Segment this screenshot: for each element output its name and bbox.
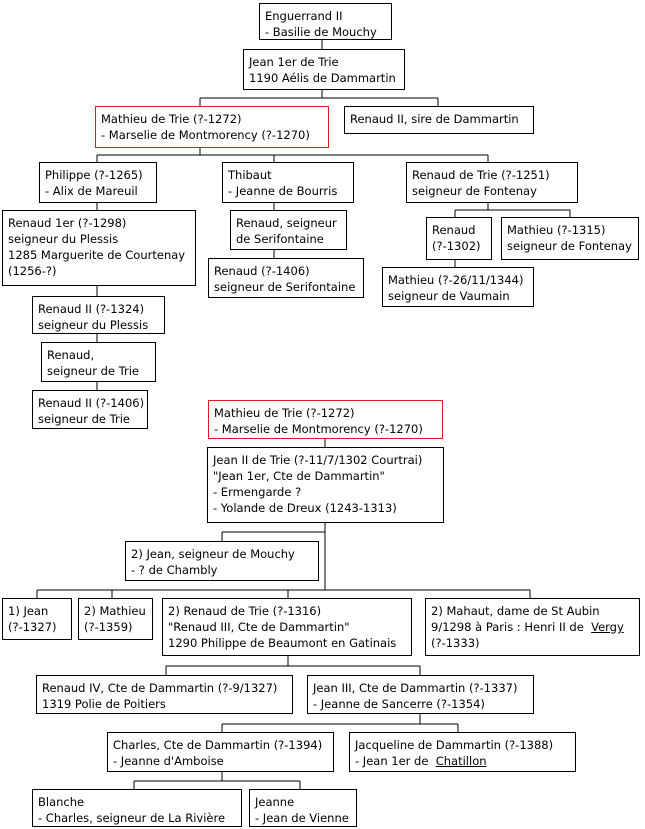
person-name: Jacqueline de Dammartin (?-1388) — [355, 738, 554, 752]
marriage: 1285 Marguerite de Courtenay — [8, 248, 186, 262]
person-name: 2) Renaud de Trie (?-1316) — [168, 604, 322, 618]
spouse: - Alix de Mareuil — [45, 184, 138, 198]
marriage: 1290 Philippe de Beaumont en Gatinais — [168, 636, 397, 650]
person-jeanne: Jeanne - Jean de Vienne — [249, 789, 357, 827]
person-jacqueline-de-dammartin: Jacqueline de Dammartin (?-1388) - Jean … — [349, 732, 576, 772]
spouse: - Basilie de Mouchy — [265, 25, 377, 39]
person-thibaut: Thibaut - Jeanne de Bourris — [222, 162, 354, 203]
person-renaud-1302: Renaud (?-1302) — [426, 217, 492, 260]
title: "Jean 1er, Cte de Dammartin" — [213, 469, 385, 483]
person-renaud-seigneur-de-trie: Renaud, seigneur de Trie — [41, 342, 156, 382]
vergy-link[interactable]: Vergy — [591, 620, 624, 634]
spouse: - Jean de Vienne — [255, 811, 349, 825]
person-name: Jean II de Trie (?-11/7/1302 Courtrai) — [213, 453, 423, 467]
person-name: Blanche — [38, 795, 85, 809]
person-mathieu-de-trie-second-highlighted: Mathieu de Trie (?-1272) - Marselie de M… — [208, 400, 443, 439]
person-renaud-ii-plessis: Renaud II (?-1324) seigneur du Plessis — [32, 296, 165, 334]
person-name: Jeanne — [255, 795, 295, 809]
person-jean-seigneur-de-mouchy: 2) Jean, seigneur de Mouchy - ? de Chamb… — [125, 541, 319, 581]
person-name: Thibaut — [228, 168, 272, 182]
person-renaud-ii-1406-trie: Renaud II (?-1406) seigneur de Trie — [32, 390, 148, 429]
title: seigneur du Plessis — [38, 318, 149, 332]
marriage: 1190 Aélis de Dammartin — [249, 71, 396, 85]
person-renaud-de-trie-1316: 2) Renaud de Trie (?-1316) "Renaud III, … — [162, 598, 412, 656]
dates: (?-1327) — [8, 620, 57, 634]
person-jean-1er-de-trie: Jean 1er de Trie 1190 Aélis de Dammartin — [243, 49, 405, 90]
person-jean-iii-cte-de-dammartin: Jean III, Cte de Dammartin (?-1337) - Je… — [307, 675, 534, 714]
person-name: Renaud (?-1406) — [214, 264, 310, 278]
dates: (?-1359) — [84, 620, 133, 634]
marriage: 1319 Polie de Poitiers — [42, 697, 166, 711]
person-jean-ii-de-trie: Jean II de Trie (?-11/7/1302 Courtrai) "… — [207, 447, 444, 523]
person-name: Charles, Cte de Dammartin (?-1394) — [113, 738, 323, 752]
dates: (?-1302) — [432, 239, 481, 253]
person-name: Jean III, Cte de Dammartin (?-1337) — [313, 681, 518, 695]
spouse-text: - Jean 1er de — [355, 754, 429, 768]
person-name: Mathieu de Trie (?-1272) — [101, 112, 242, 126]
chatillon-link[interactable]: Chatillon — [435, 754, 487, 768]
person-name: Enguerrand II — [265, 9, 343, 23]
person-name: Jean 1er de Trie — [249, 55, 339, 69]
person-mathieu-de-trie-highlighted: Mathieu de Trie (?-1272) - Marselie de M… — [95, 106, 329, 148]
person-name: 2) Mathieu — [84, 604, 146, 618]
spouse: - Marselie de Montmorency (?-1270) — [101, 128, 310, 142]
title: de Serifontaine — [236, 232, 324, 246]
title: seigneur de Fontenay — [412, 184, 537, 198]
person-name: Renaud II (?-1324) — [38, 302, 145, 316]
person-name: Mathieu (?-1315) — [507, 223, 606, 237]
person-name: 1) Jean — [8, 604, 49, 618]
spouse: - Jeanne de Sancerre (?-1354) — [313, 697, 485, 711]
person-enguerrand-ii: Enguerrand II - Basilie de Mouchy — [259, 3, 392, 40]
title: seigneur de Trie — [38, 412, 130, 426]
person-name: Renaud, — [47, 348, 95, 362]
spouse: - Jean 1er de Chatillon — [355, 753, 570, 769]
spouse: - ? de Chambly — [131, 563, 218, 577]
person-name: 2) Jean, seigneur de Mouchy — [131, 547, 295, 561]
person-name: Renaud 1er (?-1298) — [8, 216, 127, 230]
person-name: Mathieu de Trie (?-1272) — [214, 406, 355, 420]
title: seigneur de Serifontaine — [214, 280, 356, 294]
title: seigneur de Fontenay — [507, 239, 632, 253]
person-name: Philippe (?-1265) — [45, 168, 143, 182]
person-name: Renaud II (?-1406) — [38, 396, 145, 410]
person-blanche: Blanche - Charles, seigneur de La Rivièr… — [32, 789, 242, 827]
spouse: - Jeanne de Bourris — [228, 184, 338, 198]
person-name: 2) Mahaut, dame de St Aubin — [431, 604, 600, 618]
spouse: - Yolande de Dreux (1243-1313) — [213, 501, 397, 515]
person-renaud-1406-serifontaine: Renaud (?-1406) seigneur de Serifontaine — [208, 258, 364, 298]
person-name: Renaud II, sire de Dammartin — [350, 112, 519, 126]
person-renaud-de-trie-fontenay: Renaud de Trie (?-1251) seigneur de Font… — [406, 162, 578, 203]
person-name: Mathieu (?-26/11/1344) — [388, 273, 524, 287]
person-mahaut-dame-de-st-aubin: 2) Mahaut, dame de St Aubin 9/1298 à Par… — [425, 598, 640, 656]
person-mathieu-vaumain: Mathieu (?-26/11/1344) seigneur de Vauma… — [382, 267, 534, 307]
person-renaud-iv-cte-de-dammartin: Renaud IV, Cte de Dammartin (?-9/1327) 1… — [36, 675, 293, 714]
marriage-text: 9/1298 à Paris : Henri II de — [431, 620, 584, 634]
person-name: Renaud IV, Cte de Dammartin (?-9/1327) — [42, 681, 278, 695]
spouse: - Marselie de Montmorency (?-1270) — [214, 422, 423, 436]
person-mathieu-1315: Mathieu (?-1315) seigneur de Fontenay — [501, 217, 639, 260]
person-renaud-seigneur-de-serifontaine: Renaud, seigneur de Serifontaine — [230, 210, 347, 250]
person-renaud-ii-sire-de-dammartin: Renaud II, sire de Dammartin — [344, 106, 534, 134]
spouse: - Jeanne d'Amboise — [113, 754, 224, 768]
dates: (1256-?) — [8, 264, 57, 278]
title: seigneur de Vaumain — [388, 289, 510, 303]
spouse: - Charles, seigneur de La Rivière — [38, 811, 226, 825]
person-charles-cte-de-dammartin: Charles, Cte de Dammartin (?-1394) - Jea… — [107, 732, 334, 772]
person-name: Renaud — [432, 223, 476, 237]
dates: (?-1333) — [431, 636, 480, 650]
person-renaud-1er: Renaud 1er (?-1298) seigneur du Plessis … — [2, 210, 196, 286]
person-name: Renaud de Trie (?-1251) — [412, 168, 550, 182]
marriage: 9/1298 à Paris : Henri II de Vergy — [431, 619, 634, 635]
person-name: Renaud, seigneur — [236, 216, 337, 230]
person-mathieu-1359: 2) Mathieu (?-1359) — [78, 598, 153, 640]
title: seigneur de Trie — [47, 364, 139, 378]
person-jean-1327: 1) Jean (?-1327) — [2, 598, 72, 640]
title: "Renaud III, Cte de Dammartin" — [168, 620, 350, 634]
spouse: - Ermengarde ? — [213, 485, 302, 499]
person-philippe: Philippe (?-1265) - Alix de Mareuil — [39, 162, 157, 203]
title: seigneur du Plessis — [8, 232, 119, 246]
